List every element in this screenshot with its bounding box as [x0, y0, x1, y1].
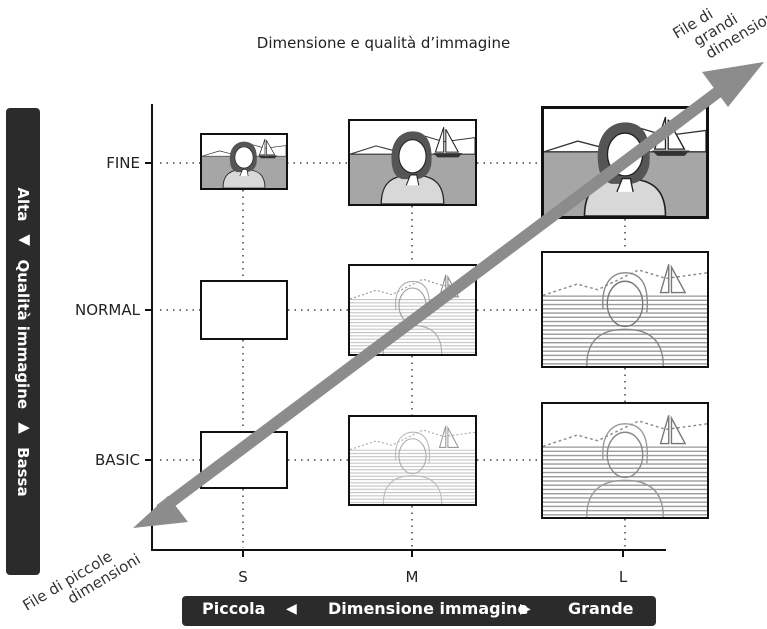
quality-axis-label: Qualità immagine: [14, 258, 32, 409]
thumb-fine-m: [348, 119, 477, 206]
thumb-normal-l: [541, 251, 709, 368]
size-small-label: Piccola: [202, 599, 266, 618]
diagram-title: Dimensione e qualità d’immagine: [256, 34, 511, 52]
arrow-up-icon: ▲: [14, 234, 32, 246]
quality-low-label: Bassa: [14, 446, 32, 497]
thumb-normal-s: [200, 280, 288, 340]
size-axis-label: Dimensione immagine: [328, 599, 529, 618]
quality-high-label: Alta: [14, 186, 32, 221]
thumb-basic-l: [541, 402, 709, 519]
thumb-normal-m: [348, 264, 477, 356]
col-label-s: S: [238, 568, 248, 586]
arrow-right-icon: ▶: [520, 601, 531, 617]
col-label-l: L: [618, 568, 628, 586]
arrow-down-icon: ▼: [14, 421, 32, 434]
size-large-label: Grande: [568, 599, 634, 618]
row-label-basic: BASIC: [95, 451, 140, 469]
thumb-basic-s: [200, 431, 288, 489]
thumb-fine-s: [200, 133, 288, 190]
row-label-normal: NORMAL: [74, 301, 140, 319]
row-label-fine: FINE: [106, 154, 140, 172]
thumb-fine-l: [541, 106, 709, 219]
size-axis-panel: Piccola ◀ Dimensione immagine ▶ Grande: [182, 596, 656, 626]
col-label-m: M: [405, 568, 419, 586]
quality-axis-panel: Alta ▲ Qualità immagine ▼ Bassa: [6, 108, 40, 575]
quality-axis-text: Alta ▲ Qualità immagine ▼ Bassa: [14, 187, 32, 496]
thumb-basic-m: [348, 415, 477, 506]
arrow-left-icon: ◀: [286, 601, 297, 617]
